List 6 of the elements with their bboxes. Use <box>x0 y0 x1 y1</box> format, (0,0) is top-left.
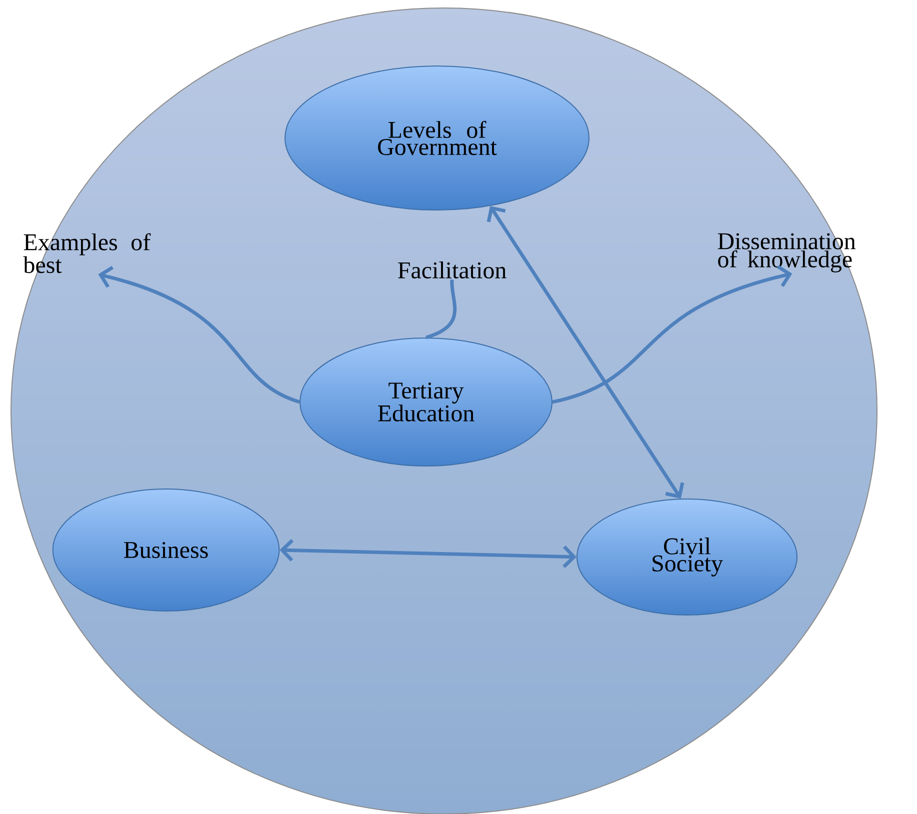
arrow <box>280 539 576 568</box>
arrow <box>98 266 300 404</box>
arrow <box>552 265 792 404</box>
text-label: Facilitation <box>398 262 506 278</box>
text-label: Examples of best <box>23 233 151 274</box>
arrow <box>486 206 684 499</box>
